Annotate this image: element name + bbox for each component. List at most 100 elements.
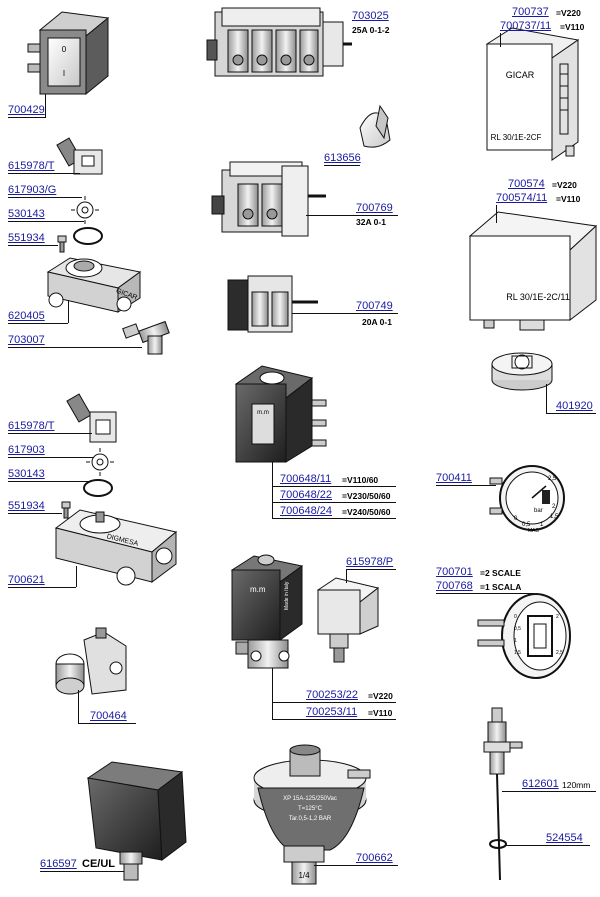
leader-530143-mid: [8, 481, 92, 482]
pressure-gauge-large-illustration: 0 0,5 1 1,5 2 2,5: [477, 593, 571, 679]
part-label-613656[interactable]: 613656: [324, 152, 361, 164]
part-label-700662[interactable]: 700662: [356, 852, 393, 864]
part-note-700769: 32A 0-1: [356, 217, 386, 227]
leader-line: [8, 114, 10, 115]
valve-brand: m.m: [250, 585, 266, 594]
relay-small-model: RL 30/1E-2CF: [491, 133, 542, 142]
gauge-a-unit: bar: [534, 508, 543, 514]
leader-612601: [502, 791, 596, 792]
pressurestat-line1: XP 15A-125/250Vac: [283, 796, 337, 802]
part-note-700737: =V220: [556, 8, 581, 18]
leader-700648-c: [272, 518, 396, 519]
screw-mid-illustration: [61, 501, 71, 519]
elbow-fitting-illustration: [122, 320, 170, 355]
part-label-700749[interactable]: 700749: [356, 300, 393, 312]
leader-401920: [546, 413, 596, 414]
rocker-off-mark: I: [63, 69, 65, 78]
leader-700429-v: [45, 94, 46, 117]
gauge-a-scale-1: 1: [540, 522, 544, 528]
part-label-612601[interactable]: 612601: [522, 778, 559, 790]
part-label-703025[interactable]: 703025: [352, 10, 389, 22]
part-label-530143-mid[interactable]: 530143: [8, 468, 45, 480]
pressurestat-line3: Tar.0,5-1,2 BAR: [289, 816, 332, 822]
part-label-615978P[interactable]: 615978/P: [346, 556, 394, 568]
leader-615978P: [346, 569, 396, 570]
rocker-on-mark: 0: [62, 45, 67, 54]
leader-620405: [8, 323, 68, 324]
leader-700574: [496, 205, 497, 223]
part-label-530143-top[interactable]: 530143: [8, 208, 45, 220]
leader-551934-mid: [8, 513, 62, 514]
part-note-700701: =2 SCALE: [480, 568, 521, 578]
pressure-gauge-small-illustration: 0 0,5 1 1,5 2 2,5 bar MAS: [489, 465, 565, 534]
valve-elbow-illustration: [55, 627, 127, 695]
pressurestat-line2: T=125°C: [298, 806, 323, 812]
sensor-cap-illustration: [491, 352, 553, 391]
gauge-b-scale-05: 0,5: [514, 626, 521, 632]
screw-top-illustration: [57, 235, 67, 253]
part-label-615978T-mid[interactable]: 615978/T: [8, 420, 55, 432]
part-label-551934-top[interactable]: 551934: [8, 232, 45, 244]
gauge-a-scale-15: 1,5: [550, 514, 559, 520]
leader-700648-b: [272, 502, 396, 503]
part-note-700574: =V220: [552, 180, 577, 190]
part-label-700464[interactable]: 700464: [90, 710, 127, 722]
part-label-524554[interactable]: 524554: [546, 832, 583, 844]
flowmeter-digmesa-illustration: DIGMESA: [54, 509, 178, 586]
part-label-700574-11[interactable]: 700574/11: [496, 192, 548, 204]
solenoid-coil-illustration: m.m: [234, 365, 327, 463]
solenoid-coil-brand: m.m: [257, 410, 269, 416]
star-washer-top-illustration: [71, 196, 99, 224]
leader-700253-v: [272, 668, 273, 719]
part-label-401920[interactable]: 401920: [556, 400, 593, 412]
part-note-700253-22: =V220: [368, 691, 393, 701]
part-label-700411[interactable]: 700411: [436, 472, 472, 484]
leader-700429: [8, 117, 46, 118]
part-label-620405[interactable]: 620405: [8, 310, 45, 322]
part-label-615978T-top[interactable]: 615978/T: [8, 160, 55, 172]
part-note-616597: CE/UL: [82, 858, 115, 870]
relay-small-brand: GICAR: [506, 70, 535, 80]
leader-700464-v: [78, 690, 79, 723]
part-label-700648-22[interactable]: 700648/22: [280, 489, 332, 501]
part-label-700429[interactable]: 700429: [8, 104, 45, 116]
leader-615978T-top: [8, 173, 80, 174]
part-label-700648-11[interactable]: 700648/11: [280, 473, 332, 485]
part-label-700768[interactable]: 700768: [436, 580, 473, 592]
part-label-700701[interactable]: 700701: [436, 566, 473, 578]
relay-box-large-illustration: RL 30/1E-2C/11: [468, 211, 598, 331]
part-label-700253-22[interactable]: 700253/22: [306, 689, 358, 701]
rotary-switch-32a-illustration: [211, 161, 326, 237]
connector-t-mid-illustration: [66, 393, 117, 443]
gauge-a-scale-2: 2: [552, 504, 556, 510]
part-note-700768: =1 SCALA: [480, 582, 522, 592]
leader-700411: [436, 485, 496, 486]
part-label-703007[interactable]: 703007: [8, 334, 45, 346]
flowmeter-gicar-illustration: GICAR: [46, 257, 142, 313]
part-label-617903[interactable]: 617903: [8, 444, 45, 456]
part-label-617903G[interactable]: 617903/G: [8, 184, 57, 196]
leader-551934-top: [8, 245, 58, 246]
leader-700701: [436, 593, 534, 594]
part-label-551934-mid[interactable]: 551934: [8, 500, 45, 512]
o-ring-mid-illustration: [83, 479, 113, 497]
part-label-700648-24[interactable]: 700648/24: [280, 505, 332, 517]
gauge-a-scale-05: 0,5: [522, 522, 531, 528]
rotary-switch-20a-illustration: [227, 275, 318, 333]
part-note-700737-11: =V110: [560, 22, 585, 32]
part-label-700621[interactable]: 700621: [8, 574, 45, 586]
leader-615978P-v: [346, 569, 347, 583]
part-label-700737[interactable]: 700737: [512, 6, 549, 18]
part-label-700253-11[interactable]: 700253/11: [306, 706, 358, 718]
leader-530143-top: [8, 221, 84, 222]
part-label-616597[interactable]: 616597: [40, 858, 77, 870]
rocker-switch-illustration: 0 I: [27, 11, 110, 96]
solenoid-valve-illustration: m.m Made in Italy: [230, 554, 304, 669]
gauge-a-scale-25: 2,5: [548, 476, 557, 482]
pressurestat-illustration: 1/4 XP 15A-125/250Vac T=125°C Tar.0,5-1,…: [253, 744, 371, 885]
part-label-700574[interactable]: 700574: [508, 178, 545, 190]
part-label-700737-11[interactable]: 700737/11: [500, 20, 552, 32]
part-label-700769[interactable]: 700769: [356, 202, 393, 214]
rotary-knob-illustration: [359, 104, 391, 148]
